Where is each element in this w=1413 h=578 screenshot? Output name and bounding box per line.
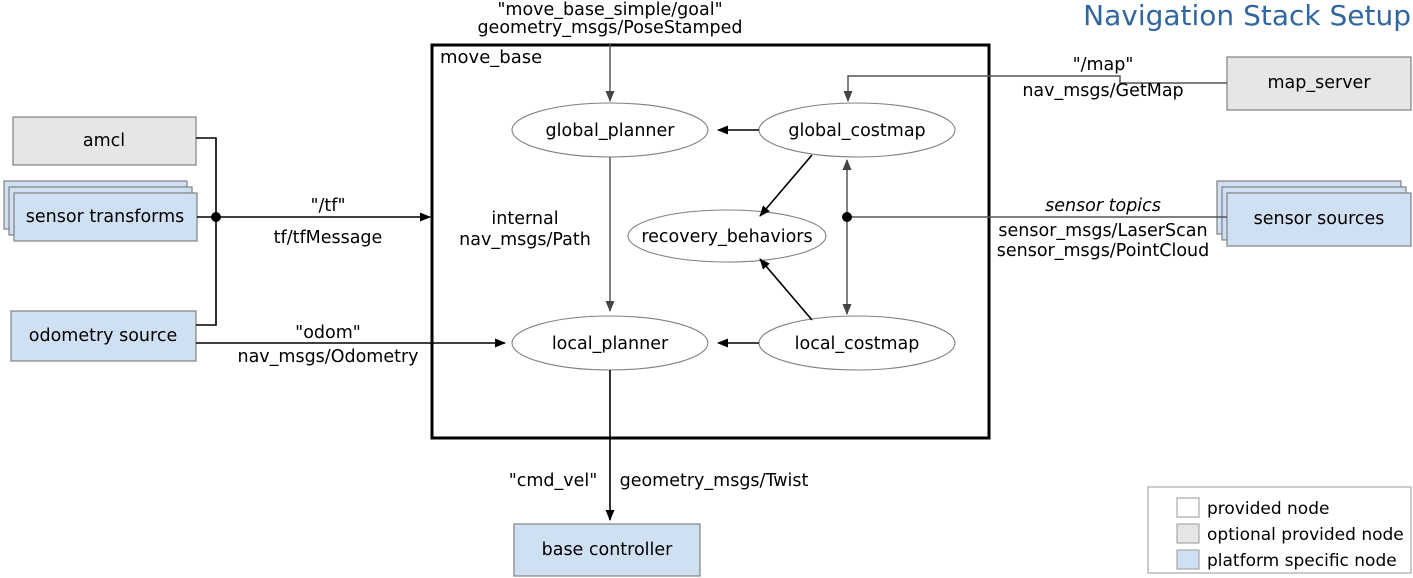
label-sensor-topics: sensor topics [1045,196,1161,216]
wire-global-costmap-to-recovery [759,154,813,217]
node-amcl-label: amcl [83,131,125,151]
label-internal-topic: internal [491,209,558,229]
wire-local-costmap-to-recovery [759,258,813,321]
legend-swatch-provided [1176,497,1200,518]
node-local-costmap-label: local_costmap [795,334,920,354]
node-base-controller-label: base controller [542,540,674,560]
node-global-costmap-label: global_costmap [788,121,925,141]
legend-swatch-platform [1176,549,1200,570]
node-sensor-transforms[interactable] [13,192,198,242]
label-odom-type: nav_msgs/Odometry [237,347,418,367]
move-base-container [430,43,991,440]
node-odometry-source-label: odometry source [29,326,177,346]
node-sensor-sources[interactable] [1226,192,1412,247]
label-odom-topic: "odom" [295,323,361,343]
node-global-planner-label: global_planner [546,121,676,141]
label-sensor-type-laserscan: sensor_msgs/LaserScan [998,221,1207,241]
label-map-type: nav_msgs/GetMap [1022,81,1183,101]
legend-label-platform: platform specific node [1207,551,1397,571]
legend-swatch-optional [1176,523,1200,544]
node-amcl[interactable] [12,116,197,166]
legend-label-optional: optional provided node [1207,525,1404,545]
wire-amcl-to-tf [196,137,217,217]
page-title: Navigation Stack Setup [1083,0,1411,32]
label-sensor-type-pointcloud: sensor_msgs/PointCloud [997,241,1209,261]
wire-map-to-global-costmap [843,75,1227,102]
legend-label-provided: provided node [1207,499,1329,519]
label-tf-topic: "/tf" [310,196,345,216]
junction-sensors [842,212,852,222]
node-sensor-sources-label: sensor sources [1254,209,1385,229]
label-internal-type: nav_msgs/Path [459,230,591,250]
node-local-planner-label: local_planner [552,334,669,354]
label-goal-type: geometry_msgs/PoseStamped [477,18,742,38]
label-cmdvel-topic: "cmd_vel" [509,471,598,491]
node-sensor-transforms-label: sensor transforms [26,207,184,227]
label-tf-type: tf/tfMessage [274,228,383,248]
node-recovery-behaviors-label: recovery_behaviors [641,227,812,247]
node-base-controller[interactable] [513,523,701,577]
label-goal-topic: "move_base_simple/goal" [497,0,722,20]
node-odometry-source[interactable] [10,310,197,362]
label-cmdvel-type: geometry_msgs/Twist [620,471,809,491]
move-base-label: move_base [440,47,542,68]
node-recovery-behaviors[interactable] [627,209,827,263]
label-map-topic: "/map" [1073,55,1134,75]
node-map-server-label: map_server [1267,73,1371,93]
wire-odom-to-tf [196,217,217,326]
junction-tf [211,212,221,222]
